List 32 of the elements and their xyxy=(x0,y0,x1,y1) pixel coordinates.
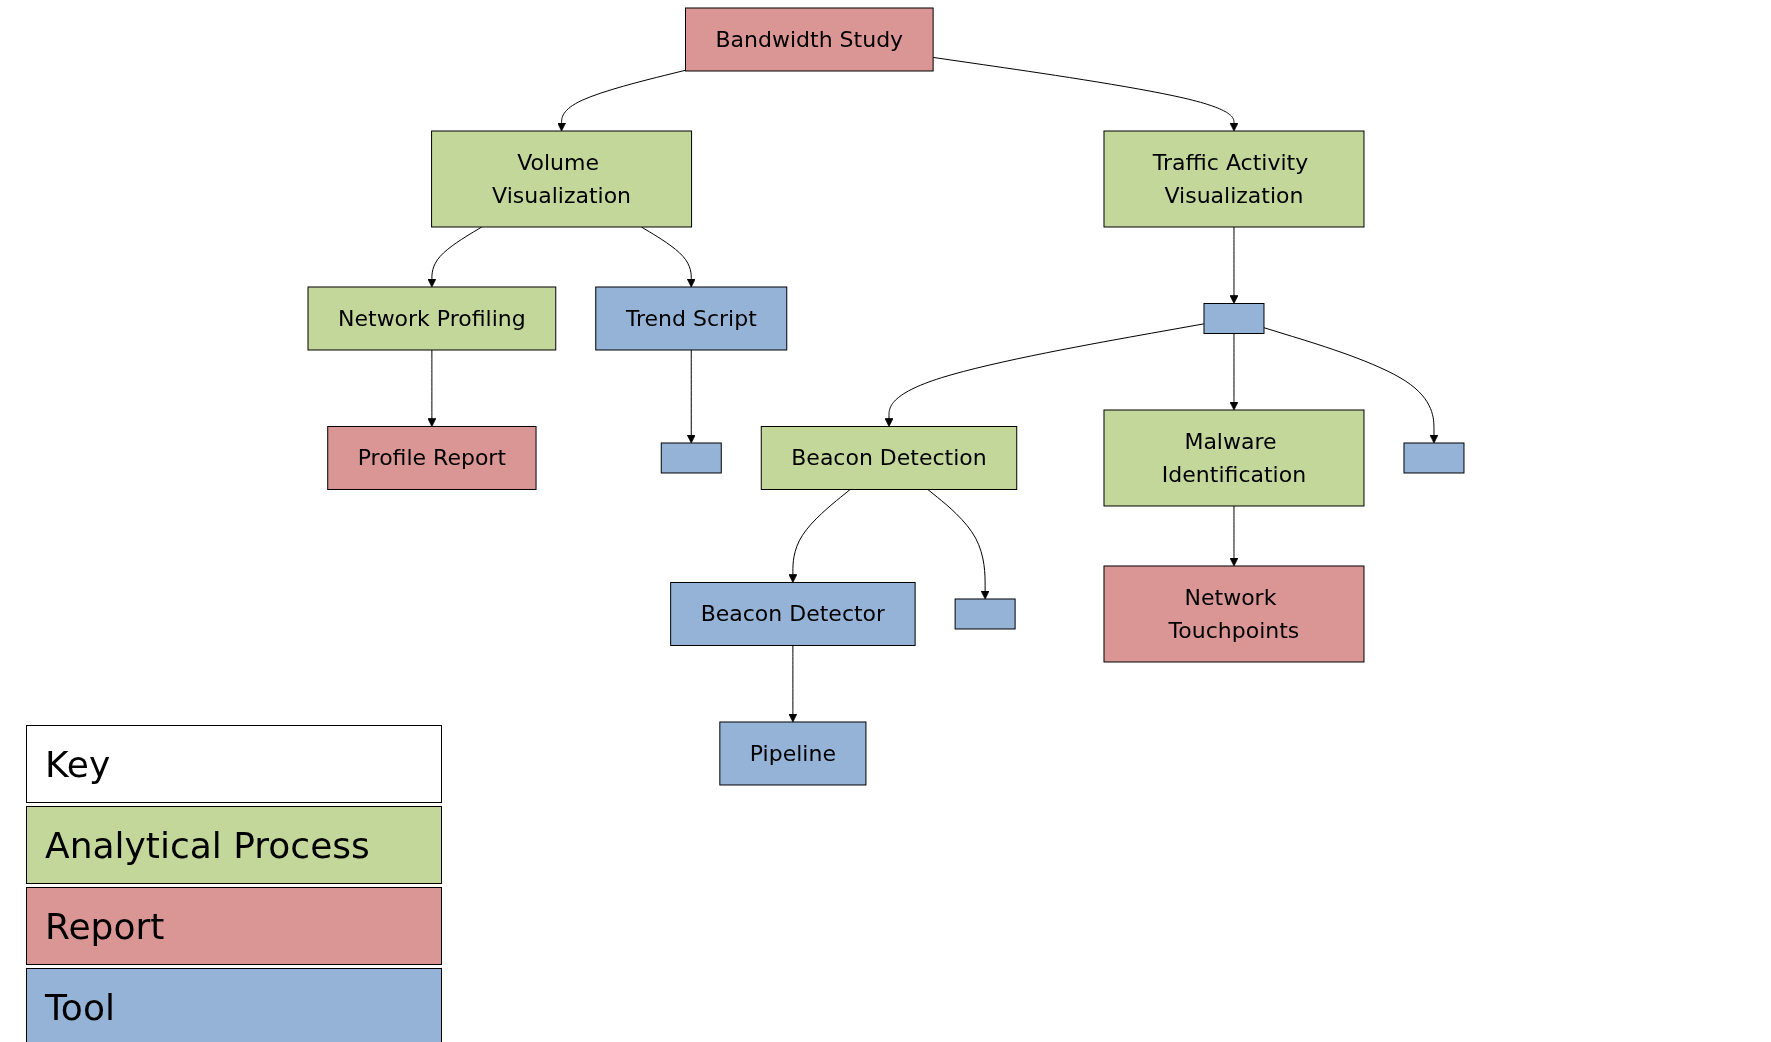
node-box xyxy=(954,598,1016,630)
arrow xyxy=(556,69,686,132)
arrow xyxy=(427,349,436,427)
arrow xyxy=(788,645,797,723)
node-box xyxy=(1203,303,1264,334)
arrow xyxy=(1229,333,1238,411)
node-box: Network Profiling xyxy=(307,286,556,351)
legend-label: Report xyxy=(44,905,165,947)
node-box: Network Touchpoints xyxy=(1103,565,1364,663)
legend-title: Key xyxy=(44,743,111,785)
arrow xyxy=(1229,226,1238,304)
node-box: Trend Script xyxy=(594,286,787,351)
node-box: Volume Visualization xyxy=(430,130,692,228)
node-box: Pipeline xyxy=(718,721,866,786)
arrow xyxy=(926,489,989,600)
node-box xyxy=(1403,442,1464,474)
legend-label: Tool xyxy=(44,986,115,1028)
node-box: Traffic Activity Visualization xyxy=(1103,130,1364,228)
arrow xyxy=(884,323,1204,427)
arrow xyxy=(427,226,482,288)
node-box: Beacon Detector xyxy=(669,582,916,646)
node-box: Malware Identification xyxy=(1103,409,1364,507)
arrow xyxy=(932,56,1238,132)
arrow xyxy=(1229,505,1238,567)
node-box xyxy=(660,442,722,474)
node-box: Bandwidth Study xyxy=(684,7,934,72)
arrow xyxy=(1263,327,1438,444)
node-box: Profile Report xyxy=(326,426,537,490)
arrow xyxy=(788,489,851,583)
node-box: Beacon Detection xyxy=(760,426,1017,490)
legend-label: Analytical Process xyxy=(44,824,370,866)
arrow xyxy=(686,349,696,444)
